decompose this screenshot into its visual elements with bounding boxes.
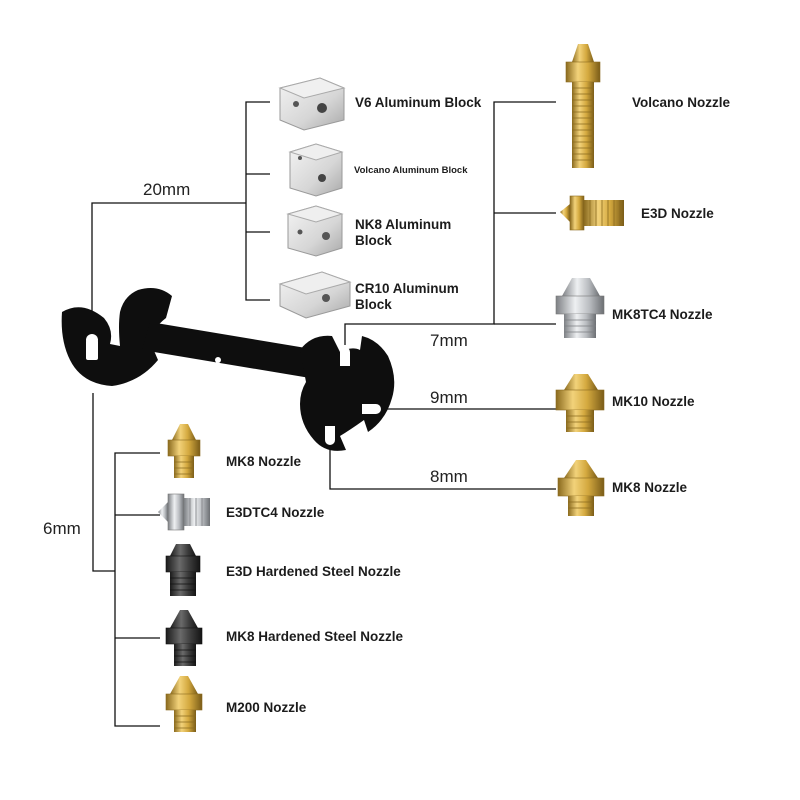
mk8-hardened-steel-nozzle-image — [165, 610, 203, 666]
dimension-7mm: 7mm — [430, 331, 468, 350]
bracket-left-nozzles — [114, 452, 160, 727]
label-volcano-aluminum-block: Volcano Aluminum Block — [354, 165, 468, 176]
volcano-aluminum-block-image — [288, 143, 344, 197]
dimension-20mm: 20mm — [143, 180, 191, 199]
e3dtc4-nozzle-image — [158, 493, 210, 531]
label-e3d-nozzle: E3D Nozzle — [641, 206, 714, 221]
label-mk8-hardened-steel-nozzle: MK8 Hardened Steel Nozzle — [226, 629, 404, 644]
label-m200-nozzle: M200 Nozzle — [226, 700, 307, 715]
label-v6-aluminum-block: V6 Aluminum Block — [355, 95, 482, 110]
leader-20mm — [91, 202, 246, 325]
leader-8mm — [329, 443, 556, 490]
mk8tc4-nozzle-image — [555, 278, 605, 338]
mk8-nozzle-right-image — [557, 460, 605, 516]
label-mk10-nozzle: MK10 Nozzle — [612, 394, 695, 409]
label-e3dtc4-nozzle: E3DTC4 Nozzle — [226, 505, 325, 520]
label-mk8tc4-nozzle: MK8TC4 Nozzle — [612, 307, 713, 322]
label-nk8-aluminum-block: NK8 Aluminum Block — [355, 217, 452, 248]
v6-aluminum-block-image — [278, 77, 346, 131]
dimension-6mm: 6mm — [43, 519, 81, 538]
wrench-icon — [61, 288, 395, 451]
e3d-nozzle-image — [560, 195, 624, 231]
wrench-slots — [86, 334, 381, 445]
mk8-nozzle-left-image — [167, 424, 201, 478]
label-e3d-hardened-steel-nozzle: E3D Hardened Steel Nozzle — [226, 564, 401, 579]
dimension-9mm: 9mm — [430, 388, 468, 407]
label-cr10-aluminum-block: CR10 Aluminum Block — [355, 281, 459, 312]
leader-6mm — [92, 393, 115, 572]
nk8-aluminum-block-image — [286, 205, 344, 257]
connector-lines — [91, 101, 556, 727]
label-mk8-nozzle-right: MK8 Nozzle — [612, 480, 688, 495]
volcano-nozzle-image — [565, 44, 601, 168]
e3d-hardened-steel-nozzle-image — [165, 544, 201, 596]
label-mk8-nozzle-left: MK8 Nozzle — [226, 454, 302, 469]
mk10-nozzle-image — [555, 374, 605, 432]
dimension-8mm: 8mm — [430, 467, 468, 486]
m200-nozzle-image — [165, 676, 203, 732]
bracket-blocks — [245, 101, 270, 301]
label-volcano-nozzle: Volcano Nozzle — [632, 95, 731, 110]
cr10-aluminum-block-image — [278, 271, 352, 319]
